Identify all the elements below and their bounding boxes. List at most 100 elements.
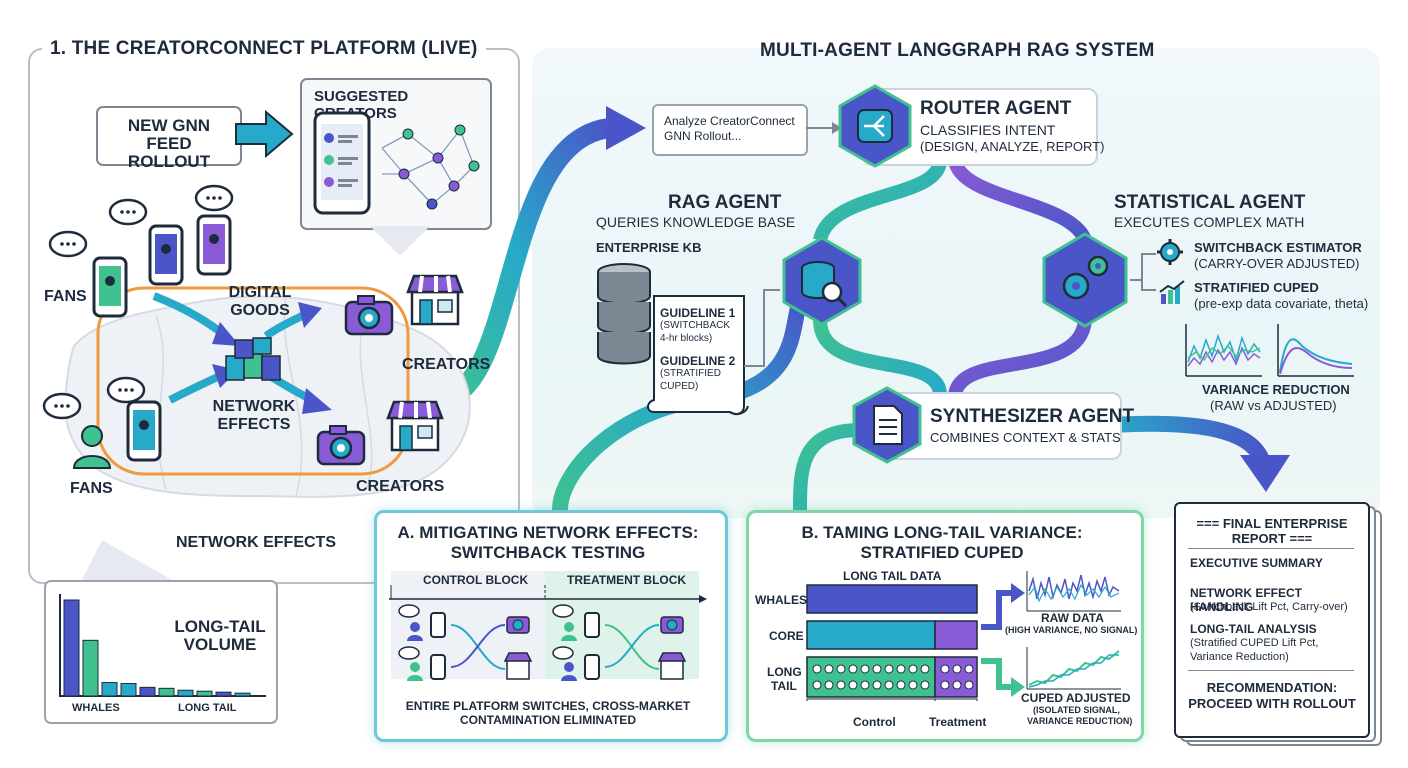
rag-system-title: MULTI-AGENT LANGGRAPH RAG SYSTEM <box>760 40 1155 61</box>
long-tail-whales-label: WHALES <box>72 702 120 714</box>
creators-label-bottom: CREATORS <box>356 478 445 495</box>
router-agent-name: ROUTER AGENT <box>920 98 1072 119</box>
raw-data-sparkline <box>1026 571 1121 612</box>
control-block-label: CONTROL BLOCK <box>423 573 529 587</box>
digital-goods-stack-icon <box>225 337 281 381</box>
guideline-1-title: GUIDELINE 1 <box>660 306 736 320</box>
stat-to-synth-ribbon <box>948 318 1092 397</box>
synth-hex-icon <box>852 386 922 464</box>
raw-data-title: RAW DATA <box>1041 611 1104 625</box>
router-agent-line1: CLASSIFIES INTENT <box>920 122 1056 138</box>
enterprise-kb-label: ENTERPRISE KB <box>596 240 702 255</box>
long-tail-bar <box>82 639 99 697</box>
long-tail-bar <box>63 599 80 697</box>
network-effects-center-label: NETWORK EFFECTS <box>212 398 296 433</box>
chat-bubbles-icon <box>42 184 234 420</box>
switchback-caption-2: CONTAMINATION ELIMINATED <box>460 713 636 727</box>
cuped-card-title-2: STRATIFIED CUPED <box>860 543 1024 562</box>
query-box[interactable]: Analyze CreatorConnect GNN Rollout... <box>652 104 808 156</box>
long-tail-bar <box>177 689 194 697</box>
stratum-whales-label: WHALES <box>755 593 807 607</box>
platform-map <box>64 286 471 498</box>
report-long-tail-sub-1: (Stratified CUPED Lift Pct, <box>1190 637 1319 649</box>
synthesizer-agent-line1: COMBINES CONTEXT & STATS <box>930 430 1121 445</box>
kb-connector <box>744 289 780 367</box>
long-tail-data-label: LONG TAIL DATA <box>843 569 942 583</box>
report-network-effect: NETWORK EFFECT HANDLING <box>1190 586 1302 614</box>
treatment-axis-label: Treatment <box>929 715 987 729</box>
final-report-document[interactable]: === FINAL ENTERPRISE REPORT === EXECUTIV… <box>1174 502 1370 738</box>
guideline-scroll <box>647 295 749 415</box>
long-tail-bar <box>139 686 156 697</box>
report-long-tail-sub-2: Variance Reduction) <box>1190 651 1289 663</box>
suggested-creators-box: SUGGESTED CREATORS <box>300 78 492 230</box>
synth-to-report-ribbon <box>1109 415 1270 464</box>
cuped-sparkline <box>1026 647 1121 690</box>
stratified-cuped-title: STRATIFIED CUPED <box>1194 280 1319 295</box>
network-effects-loop <box>96 286 410 476</box>
report-recommendation-1: RECOMMENDATION: <box>1206 680 1338 695</box>
rag-agent-line1: QUERIES KNOWLEDGE BASE <box>596 214 796 230</box>
suggested-callout <box>370 226 430 256</box>
long-tail-bar <box>120 683 137 697</box>
long-tail-volume-box: LONG-TAIL VOLUME WHALES LONG TAIL <box>44 580 278 724</box>
fans-label-bottom: FANS <box>70 480 113 497</box>
rollout-arrow <box>235 109 294 159</box>
cuped-split-arrows <box>981 583 1025 697</box>
database-icon <box>597 263 651 365</box>
fan-phone-3-icon <box>196 214 232 276</box>
switchback-estimator-sub: (CARRY-OVER ADJUSTED) <box>1194 256 1360 271</box>
stratum-tail-label: TAIL <box>771 679 797 693</box>
fan-phone-4-icon <box>126 400 162 462</box>
cuped-card-title-1: B. TAMING LONG-TAIL VARIANCE: <box>801 523 1083 542</box>
switchback-flow-icons <box>398 604 687 681</box>
camera-bottom-icon <box>316 425 366 466</box>
switchback-card: A. MITIGATING NETWORK EFFECTS: SWITCHBAC… <box>374 510 728 742</box>
gnn-rollout-box: NEW GNN FEED ROLLOUT <box>96 106 242 171</box>
treatment-block-label: TREATMENT BLOCK <box>567 573 687 587</box>
stratified-cuped-sub: (pre-exp data covariate, theta) <box>1194 296 1369 311</box>
stat-hex-icon <box>1042 232 1128 328</box>
report-divider-1 <box>1188 548 1354 549</box>
guideline-1-line1: (SWITCHBACK <box>660 320 730 331</box>
switchback-caption-1: ENTIRE PLATFORM SWITCHES, CROSS-MARKET <box>405 699 691 713</box>
switchback-card-title-2: SWITCHBACK TESTING <box>450 543 646 562</box>
statistical-agent-name: STATISTICAL AGENT <box>1114 192 1306 213</box>
timeline-axis <box>389 585 707 603</box>
gnn-rollout-label: NEW GNN FEED ROLLOUT <box>127 116 211 171</box>
guideline-1-line2: 4-hr blocks) <box>660 333 713 344</box>
platform-to-router-arrowhead <box>606 106 646 150</box>
fans-label-top: FANS <box>44 288 87 305</box>
report-network-effect-sub: (Switchback Lift Pct, Carry-over) <box>1190 601 1348 613</box>
raw-data-sub: (HIGH VARIANCE, NO SIGNAL) <box>1005 625 1138 635</box>
fan-person-icon <box>72 425 112 469</box>
storefront-top-icon <box>406 274 464 326</box>
report-title-2: REPORT === <box>1231 531 1313 546</box>
long-tail-bar <box>101 682 118 697</box>
long-tail-bar <box>215 691 232 697</box>
strata-bars <box>806 584 978 701</box>
cuped-adjusted-title: CUPED ADJUSTED <box>1021 691 1131 705</box>
stratified-cuped-card: B. TAMING LONG-TAIL VARIANCE: STRATIFIED… <box>746 510 1144 742</box>
fan-phone-2-icon <box>148 224 184 286</box>
variance-chart-adjusted <box>1277 324 1354 377</box>
long-tail-bar <box>234 692 251 697</box>
stratum-core-label: CORE <box>769 629 804 643</box>
switchback-estimator-title: SWITCHBACK ESTIMATOR <box>1194 240 1362 255</box>
synth-to-report-arrowhead <box>1240 455 1290 492</box>
query-text: Analyze CreatorConnect GNN Rollout... <box>664 114 795 143</box>
gear-icon <box>1157 239 1183 265</box>
graph-network-icon <box>381 124 480 210</box>
variance-reduction-title: VARIANCE REDUCTION <box>1202 382 1350 397</box>
router-hex-icon <box>838 84 912 168</box>
long-tail-label: LONG TAIL <box>178 702 237 714</box>
stratum-long-label: LONG <box>767 665 802 679</box>
guideline-2-title: GUIDELINE 2 <box>660 354 736 368</box>
report-title-1: === FINAL ENTERPRISE <box>1196 516 1348 531</box>
network-effects-caption: NETWORK EFFECTS <box>176 534 336 551</box>
platform-panel-title: 1. THE CREATORCONNECT PLATFORM (LIVE) <box>42 38 486 60</box>
digital-goods-label: DIGITAL GOODS <box>228 284 292 319</box>
chart-trend-icon <box>1159 280 1185 304</box>
phone-suggested-icon <box>313 111 371 215</box>
camera-top-icon <box>344 295 394 336</box>
